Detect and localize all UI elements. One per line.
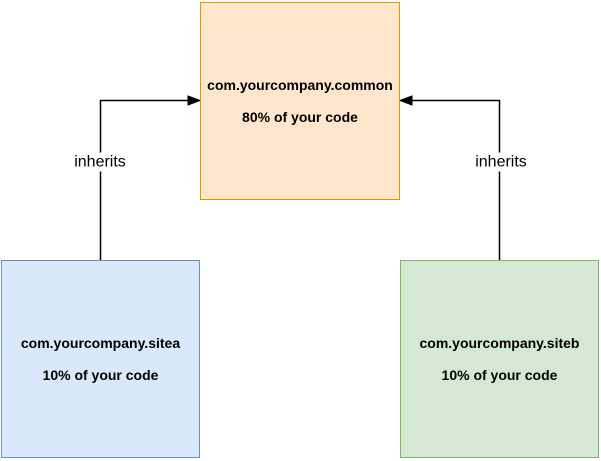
node-common-subtitle: 80% of your code [242, 109, 358, 125]
node-sitea: com.yourcompany.sitea 10% of your code [1, 260, 200, 458]
edge-label-inherits-left: inherits [72, 152, 128, 172]
node-sitea-subtitle: 10% of your code [42, 367, 159, 383]
node-common: com.yourcompany.common 80% of your code [200, 2, 400, 200]
arrowhead-left-icon [398, 95, 413, 106]
edge-line-left [99, 99, 188, 260]
edge-siteb-to-common [398, 95, 501, 260]
edge-label-inherits-right: inherits [473, 152, 529, 172]
edge-line-right [412, 99, 501, 260]
node-siteb-subtitle: 10% of your code [441, 367, 558, 383]
arrowhead-right-icon [187, 95, 202, 106]
node-sitea-title: com.yourcompany.sitea [20, 335, 181, 351]
node-common-title: com.yourcompany.common [207, 77, 393, 93]
node-siteb: com.yourcompany.siteb 10% of your code [400, 260, 599, 458]
node-siteb-title: com.yourcompany.siteb [419, 335, 580, 351]
edge-sitea-to-common [99, 95, 202, 260]
